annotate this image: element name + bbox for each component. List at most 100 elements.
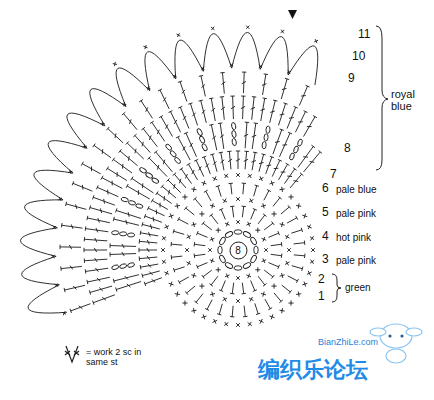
- dc-stitch: [242, 206, 246, 208]
- dc-stitch: [152, 122, 165, 141]
- dc-stitch: [178, 106, 182, 108]
- dc-stitch: [304, 111, 308, 113]
- row-number: 9: [348, 72, 355, 85]
- sc-stitch: [236, 173, 240, 177]
- sc-stitch: [311, 260, 314, 264]
- dc-stitch: [292, 266, 303, 269]
- chain-arch: [288, 46, 318, 85]
- dc-stitch: [209, 214, 212, 217]
- dc-stitch: [211, 276, 218, 285]
- ring-count: 8: [229, 245, 248, 256]
- dc-stitch: [263, 97, 267, 99]
- dc-stitch: [174, 184, 175, 189]
- sc-stitch: [201, 67, 203, 71]
- dc-stitch: [232, 206, 233, 217]
- chain-stitch: [121, 197, 129, 203]
- dc-stitch: [69, 245, 71, 249]
- dc-stitch: [87, 218, 109, 223]
- dc-stitch: [112, 181, 113, 186]
- sc-stitch: [218, 267, 219, 272]
- dc-stitch: [149, 232, 151, 237]
- dc-stitch: [278, 265, 280, 269]
- dc-stitch: [163, 160, 165, 165]
- dc-stitch: [210, 154, 214, 155]
- dc-stitch: [84, 259, 85, 263]
- dc-stitch: [85, 226, 87, 230]
- dc-stitch: [252, 97, 254, 120]
- dc-stitch: [156, 210, 157, 215]
- dc-stitch: [187, 286, 195, 293]
- dc-stitch: [242, 183, 246, 184]
- sc-stitch: [203, 314, 205, 319]
- dc-stitch: [201, 101, 207, 123]
- dc-stitch: [122, 252, 125, 256]
- sc-stitch: [68, 171, 72, 173]
- sc-stitch: [210, 205, 215, 206]
- dc-stitch: [176, 136, 180, 138]
- chain-stitch: [293, 145, 299, 153]
- sc-stitch: [281, 222, 282, 227]
- dc-stitch: [89, 290, 90, 294]
- mascot: [388, 334, 391, 337]
- color-note: pale pink: [336, 255, 376, 266]
- sc-stitch: [169, 215, 174, 217]
- sc-stitch: [264, 248, 268, 252]
- dc-stitch: [266, 165, 271, 167]
- sc-stitch: [185, 248, 189, 252]
- sc-stitch: [208, 248, 212, 252]
- dc-stitch: [96, 185, 98, 189]
- dc-stitch: [98, 218, 99, 223]
- dc-stitch: [204, 190, 208, 192]
- dc-stitch: [259, 154, 264, 171]
- dc-stitch: [265, 299, 270, 309]
- dc-stitch: [103, 199, 105, 204]
- dc-stitch: [179, 277, 189, 282]
- sc-stitch: [58, 198, 62, 200]
- dc-stitch: [87, 277, 109, 282]
- dc-stitch: [304, 254, 305, 258]
- dc-stitch: [252, 135, 256, 137]
- sc-stitch: [224, 198, 227, 203]
- chain-stitch: [165, 143, 173, 151]
- dc-stitch: [61, 223, 63, 227]
- dc-stitch: [289, 290, 292, 293]
- dc-stitch: [216, 185, 220, 186]
- dc-stitch: [270, 156, 274, 158]
- dc-stitch: [128, 156, 130, 161]
- sc-stitch: [236, 197, 240, 201]
- chain-stitch: [196, 128, 203, 136]
- dc-stitch: [187, 163, 191, 165]
- dc-stitch: [178, 280, 180, 284]
- dc-stitch: [282, 88, 287, 89]
- dc-stitch: [221, 280, 225, 290]
- sc-stitch: [250, 198, 253, 203]
- dc-stitch: [280, 129, 284, 131]
- chain-stitch: [219, 236, 227, 245]
- row-number: 1: [318, 290, 325, 303]
- dc-stitch: [242, 293, 246, 295]
- dc-stitch: [99, 288, 102, 291]
- chain-stitch: [232, 138, 237, 146]
- dc-stitch: [116, 208, 117, 212]
- dc-stitch: [218, 122, 222, 124]
- sc-stitch: [224, 174, 228, 177]
- sc-stitch: [201, 283, 202, 288]
- sc-stitch: [53, 226, 56, 229]
- sc-stitch: [298, 203, 300, 208]
- dc-stitch: [179, 219, 189, 224]
- dc-stitch: [173, 229, 174, 233]
- sc-stitch: [236, 299, 240, 303]
- dc-stitch: [107, 168, 127, 180]
- dc-stitch: [201, 85, 205, 88]
- dc-stitch: [186, 133, 197, 157]
- dc-stitch: [307, 126, 312, 127]
- sc-stitch: [224, 297, 227, 302]
- dc-stitch: [287, 107, 296, 128]
- chain-stitch: [151, 177, 159, 184]
- chain-arch: [22, 256, 60, 284]
- dc-stitch: [168, 190, 170, 195]
- dc-stitch: [263, 74, 266, 95]
- sc-stitch: [287, 248, 291, 252]
- sc-stitch: [63, 311, 65, 315]
- dc-stitch: [160, 203, 161, 208]
